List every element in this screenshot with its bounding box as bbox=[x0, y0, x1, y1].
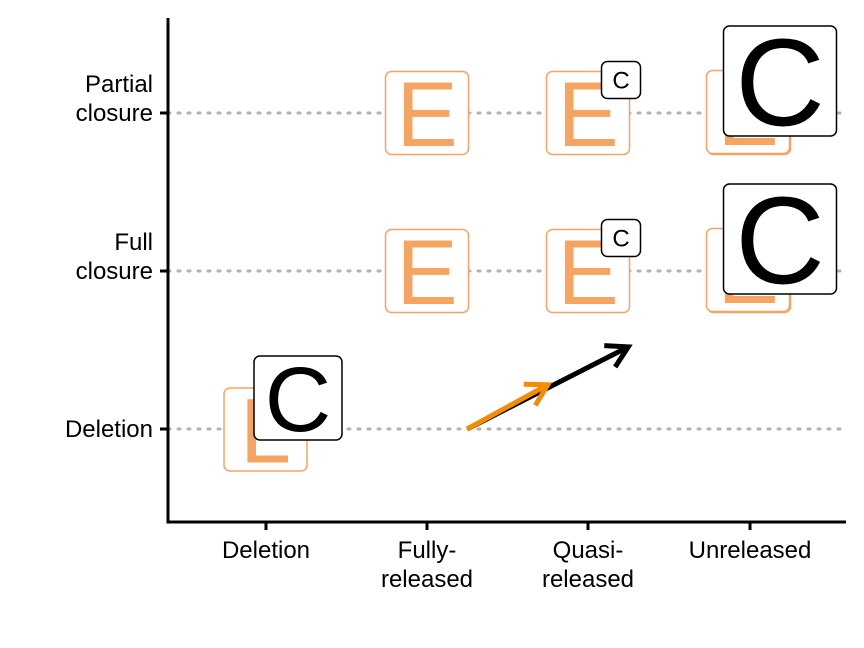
y-tick-label-2-0: Partial bbox=[85, 71, 153, 98]
y-tick-label-2-1: closure bbox=[76, 100, 153, 127]
arrow-1-head bbox=[604, 343, 633, 369]
arrow-0 bbox=[466, 381, 553, 432]
C-mark-0-letter: C bbox=[265, 349, 331, 451]
y-tick-label-0-0: Deletion bbox=[65, 416, 153, 443]
x-tick-label-1-1: released bbox=[381, 566, 473, 593]
y-tick-label-1-0: Full bbox=[114, 229, 153, 256]
C-mark-4: C bbox=[722, 15, 838, 153]
C-mark-0: C bbox=[253, 349, 343, 451]
arrow-0-head bbox=[523, 381, 553, 407]
E-mark-1: E bbox=[545, 222, 631, 324]
x-tick-label-2-0: Quasi- bbox=[553, 537, 624, 564]
x-tick-label-3-0: Unreleased bbox=[689, 537, 812, 564]
E-mark-0-box bbox=[384, 228, 470, 314]
E-mark-0-letter: E bbox=[396, 222, 457, 324]
C-mark-4-letter: C bbox=[735, 15, 825, 153]
C-mark-3: C bbox=[722, 173, 838, 311]
arrows bbox=[466, 343, 633, 432]
C-mark-0-box bbox=[253, 355, 343, 441]
C-mark-2: C bbox=[600, 60, 642, 100]
x-tick-label-1-0: Fully- bbox=[398, 537, 457, 564]
data-marks: LEEEEEEEECCCCC bbox=[223, 15, 838, 483]
arrow-0-shaft bbox=[466, 382, 549, 432]
C-mark-1-letter: C bbox=[612, 226, 629, 253]
C-mark-4-box bbox=[722, 25, 838, 137]
C-mark-2-box bbox=[600, 60, 642, 100]
E-mark-3-letter: E bbox=[396, 64, 457, 166]
axes bbox=[160, 18, 846, 530]
x-tick-label-0-0: Deletion bbox=[222, 537, 310, 564]
C-mark-3-letter: C bbox=[735, 173, 825, 311]
C-mark-1-box bbox=[600, 218, 642, 258]
C-mark-2-letter: C bbox=[612, 68, 629, 95]
E-mark-3-box bbox=[384, 70, 470, 156]
x-tick-label-2-1: released bbox=[542, 566, 634, 593]
y-tick-label-1-1: closure bbox=[76, 258, 153, 285]
C-mark-1: C bbox=[600, 218, 642, 258]
C-mark-3-box bbox=[722, 183, 838, 295]
E-mark-3: E bbox=[384, 64, 470, 166]
E-mark-0: E bbox=[384, 222, 470, 324]
